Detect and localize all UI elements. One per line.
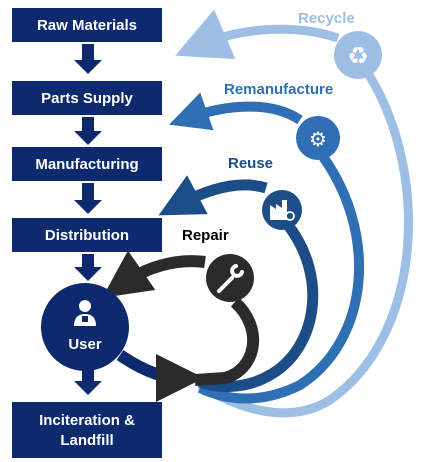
wrench-icon: [206, 254, 254, 302]
stage-distribution: Distribution: [12, 218, 162, 252]
repair-loop-arc: [194, 297, 259, 386]
factory-icon: [262, 190, 302, 230]
stage-landfill-label-line1: Inciteration &: [39, 412, 135, 429]
stage-distribution-label: Distribution: [45, 227, 129, 244]
repair-label: Repair: [182, 227, 229, 244]
reuse-loop-arc: [197, 221, 319, 392]
stage-landfill-label-line2: Landfill: [60, 432, 113, 449]
user-to-loops-arrow: [116, 350, 204, 402]
arrow-parts-to-manufacturing: [74, 117, 102, 145]
stage-user-label: User: [68, 336, 102, 353]
arrow-distribution-to-user: [74, 254, 102, 281]
stage-parts-supply-label: Parts Supply: [41, 90, 133, 107]
reuse-label: Reuse: [228, 155, 273, 172]
remanufacture-return-arrow: [169, 92, 303, 131]
arrow-user-to-landfill: [74, 368, 102, 395]
stage-user: User: [41, 283, 129, 371]
stage-raw-materials: Raw Materials: [12, 8, 162, 42]
stage-parts-supply: Parts Supply: [12, 81, 162, 115]
remanufacture-label: Remanufacture: [224, 81, 333, 98]
remanufacture-loop-arc: [197, 146, 365, 404]
recycle-loop-arc: [197, 52, 413, 418]
svg-text:⚙: ⚙: [309, 127, 327, 151]
arrow-raw-to-parts: [74, 44, 102, 74]
stage-manufacturing-label: Manufacturing: [35, 156, 138, 173]
recycle-icon: ♻: [334, 31, 382, 79]
stage-manufacturing: Manufacturing: [12, 147, 162, 181]
gears-icon: ⚙: [296, 116, 340, 160]
repair-return-arrow: [102, 250, 206, 298]
arrow-manufacturing-to-distribution: [74, 183, 102, 214]
stage-raw-materials-label: Raw Materials: [37, 17, 137, 34]
svg-text:♻: ♻: [347, 42, 369, 70]
user-icon: [74, 300, 96, 326]
reuse-return-arrow: [158, 175, 268, 216]
recycle-return-arrow: [175, 9, 340, 60]
recycle-label: Recycle: [298, 10, 355, 27]
stage-landfill: Inciteration & Landfill: [12, 402, 162, 458]
